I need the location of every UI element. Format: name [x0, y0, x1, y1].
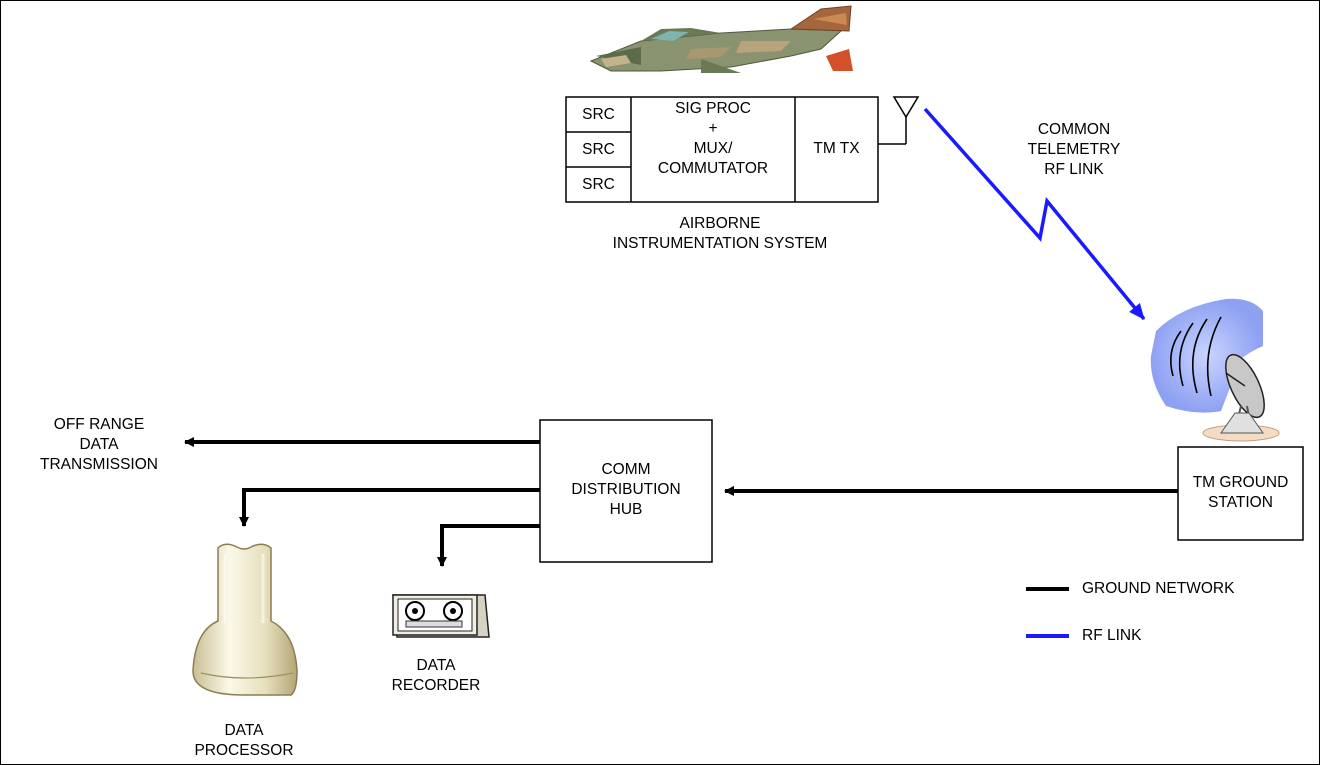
mainframe-computer-icon: [192, 543, 298, 696]
comm-hub-line: COMM: [601, 461, 651, 478]
rf-link-line: [923, 107, 1146, 321]
off-range-line: DATA: [79, 436, 119, 453]
legend: [1026, 587, 1069, 638]
ground-link-to-recorder: [437, 524, 540, 567]
airborne-caption-line: AIRBORNE: [679, 215, 761, 232]
rf-link-label-line: COMMON: [1037, 121, 1111, 138]
data-processor-line: PROCESSOR: [194, 742, 294, 759]
sig-proc-line: +: [708, 120, 718, 137]
antenna-icon: [878, 96, 920, 145]
src-label-2: SRC: [582, 141, 615, 158]
airborne-caption-line: INSTRUMENTATION SYSTEM: [612, 235, 828, 252]
sig-proc-line: SIG PROC: [675, 100, 751, 117]
airborne-caption: AIRBORNE INSTRUMENTATION SYSTEM: [561, 214, 879, 254]
data-processor-label: DATA PROCESSOR: [181, 721, 307, 761]
off-range-label: OFF RANGE DATA TRANSMISSION: [19, 415, 179, 475]
rf-link-label-line: TELEMETRY: [1027, 141, 1121, 158]
ground-station-line: TM GROUND: [1192, 474, 1289, 491]
sig-proc-line: MUX/: [693, 140, 733, 157]
sig-proc-line: COMMUTATOR: [657, 160, 769, 177]
src-label-3: SRC: [582, 176, 615, 193]
legend-rf-label: RF LINK: [1082, 627, 1142, 644]
comm-hub-line: HUB: [609, 501, 643, 518]
legend-ground-label: GROUND NETWORK: [1082, 580, 1235, 597]
comm-hub-line: DISTRIBUTION: [571, 481, 681, 498]
fighter-jet-icon: [589, 5, 853, 73]
tm-tx-label: TM TX: [813, 140, 860, 157]
tape-recorder-icon: [392, 594, 490, 638]
satellite-dish-icon: [1150, 298, 1280, 442]
off-range-line: OFF RANGE: [53, 416, 145, 433]
tm-ground-station-box: [1177, 446, 1304, 541]
data-recorder-line: RECORDER: [391, 677, 481, 694]
sig-proc-label: SIG PROC + MUX/ COMMUTATOR: [631, 99, 795, 179]
ground-link-to-processor: [239, 488, 540, 527]
comm-hub-label: COMM DISTRIBUTION HUB: [540, 460, 712, 520]
data-recorder-label: DATA RECORDER: [381, 656, 491, 696]
data-processor-line: DATA: [224, 722, 264, 739]
src-label-1: SRC: [582, 106, 615, 123]
tm-ground-station-label: TM GROUND STATION: [1178, 473, 1303, 513]
ground-station-line: STATION: [1208, 494, 1273, 511]
airborne-system-block: [565, 96, 879, 203]
rf-link-label: COMMON TELEMETRY RF LINK: [1006, 120, 1142, 180]
rf-link-label-line: RF LINK: [1044, 161, 1104, 178]
data-recorder-line: DATA: [416, 657, 456, 674]
comm-hub-box: [539, 419, 713, 563]
off-range-line: TRANSMISSION: [40, 456, 158, 473]
